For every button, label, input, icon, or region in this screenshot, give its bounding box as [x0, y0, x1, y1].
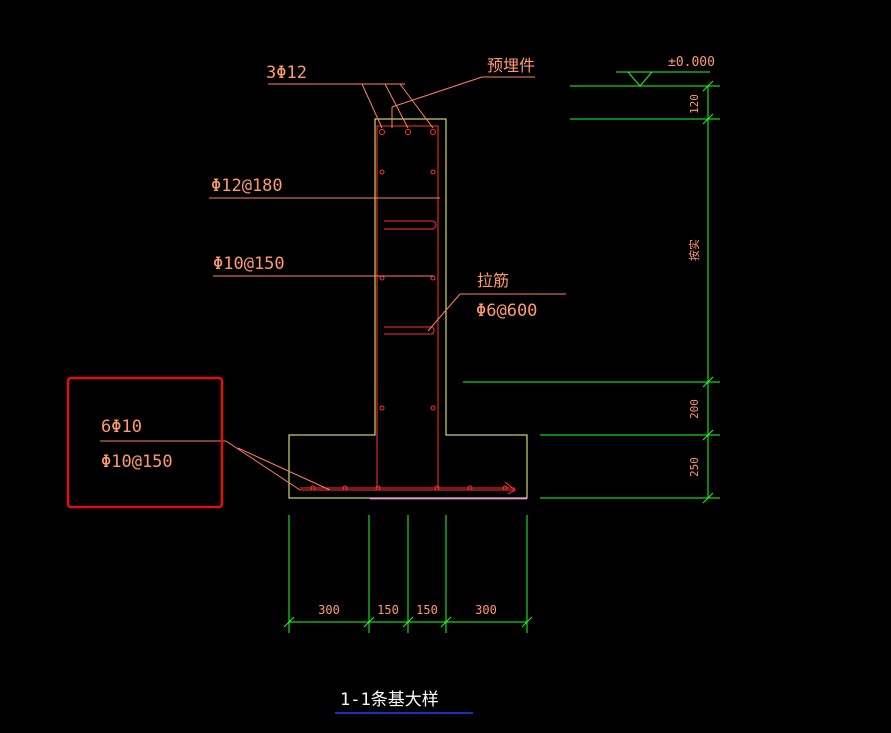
elevation-segment-4: 250 [688, 457, 701, 477]
drawing-title: 1-1条基大样 [340, 690, 439, 710]
tie-bar-name-label: 拉筋 [477, 271, 509, 290]
vertical-rebar-label: Φ12@180 [211, 176, 283, 196]
leader-lines [100, 76, 566, 491]
tie-bar-spec-label: Φ6@600 [476, 301, 537, 321]
elevation-segment-3: 200 [688, 399, 701, 419]
bottom-rebar-trans-label: Φ10@150 [101, 452, 173, 472]
footing-outline [288, 118, 528, 499]
highlight-box [66, 376, 224, 509]
elevation-segment-1: 120 [688, 94, 701, 114]
rebar-cage [300, 125, 516, 495]
bottom-rebar-long-label: 6Φ10 [101, 417, 142, 437]
dimension-lines [283, 71, 720, 633]
width-dim-3: 150 [416, 603, 438, 617]
horizontal-rebar-label: Φ10@150 [213, 254, 285, 274]
top-rebar-label: 3Φ12 [266, 63, 307, 83]
embedded-part-label: 预埋件 [487, 56, 535, 75]
elevation-segment-2: 按实 [687, 239, 701, 261]
width-dim-4: 300 [475, 603, 497, 617]
datum-elevation: ±0.000 [668, 55, 715, 70]
width-dim-2: 150 [377, 603, 399, 617]
width-dim-1: 300 [318, 603, 340, 617]
